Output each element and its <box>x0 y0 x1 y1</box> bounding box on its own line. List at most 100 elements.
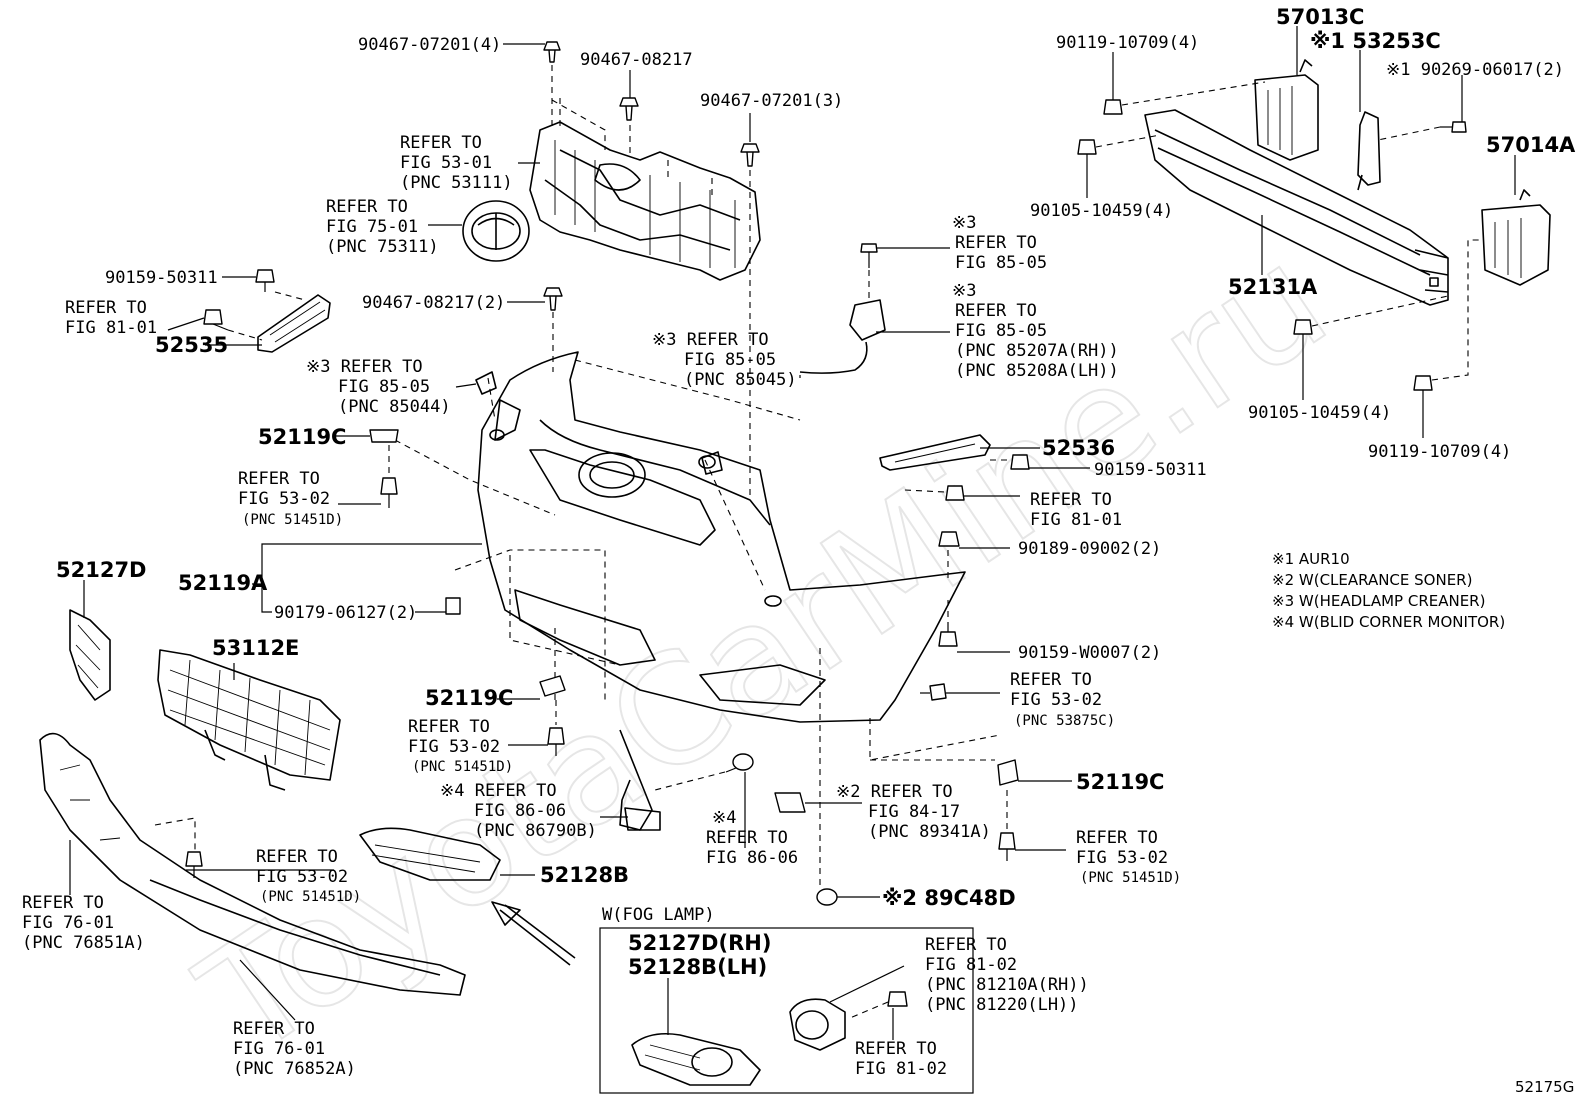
label-84-17-fig: FIG 84-17 <box>868 802 960 822</box>
label-84-17: ※2 REFER TO <box>836 782 953 802</box>
cap-85044 <box>475 371 497 395</box>
label-57013C: 57013C <box>1276 5 1364 29</box>
label-85045-pnc: (PNC 85045) <box>684 370 797 390</box>
label-53-02-c-fig: FIG 53-02 <box>256 867 348 887</box>
bolt-53-02-c <box>185 851 203 878</box>
label-76-01-a-pnc: (PNC 76851A) <box>22 933 145 953</box>
label-inset-52128B-LH: 52128B(LH) <box>628 955 767 979</box>
bolt-53-02-b <box>547 727 565 756</box>
label-refer-81-01-left-fig: FIG 81-01 <box>65 318 157 338</box>
lower-grille-53112E <box>157 649 341 791</box>
label-76-01-b-fig: FIG 76-01 <box>233 1039 325 1059</box>
clip-52119C-mid <box>539 675 566 697</box>
label-81-02-a: REFER TO <box>925 935 1007 955</box>
label-86-06-a: ※4 REFER TO <box>440 781 557 801</box>
label-85-05-rhlh-mark: ※3 <box>952 281 976 301</box>
label-52536: 52536 <box>1042 436 1115 460</box>
label-81-02-b-fig: FIG 81-02 <box>855 1059 947 1079</box>
label-90467-07201-3: 90467-07201(3) <box>700 91 843 111</box>
clip-52119C-right <box>997 759 1019 786</box>
lower-spoiler <box>39 732 466 996</box>
label-53-02-b-pnc: (PNC 51451D) <box>412 759 513 775</box>
label-76-01-b-pnc: (PNC 76852A) <box>233 1059 356 1079</box>
label-90269-06017: ※1 90269-06017(2) <box>1386 60 1564 80</box>
label-86-06-b-mark: ※4 <box>712 808 736 828</box>
label-52127D: 52127D <box>56 558 147 582</box>
leader-lines <box>69 26 1516 1040</box>
label-76-01-a-fig: FIG 76-01 <box>22 913 114 933</box>
label-refer-53-01-fig: FIG 53-01 <box>400 153 492 173</box>
fog-bezel-52128B <box>359 827 501 881</box>
bolt-53-02-d <box>998 832 1016 861</box>
inset-labels: W(FOG LAMP) 52127D(RH) 52128B(LH) REFER … <box>602 905 1089 1079</box>
label-90467-08217-2: 90467-08217(2) <box>362 293 505 313</box>
note-2: ※2 W(CLEARANCE SONER) <box>1272 571 1472 589</box>
bumper-reinforcement-52131A <box>1144 109 1449 306</box>
label-52119C-upper: 52119C <box>258 425 346 449</box>
bolt-81-01-left <box>203 309 229 331</box>
label-refer-81-01-left: REFER TO <box>65 298 147 318</box>
label-81-02-a-fig: FIG 81-02 <box>925 955 1017 975</box>
direction-arrow <box>491 901 576 966</box>
label-53253C: ※1 53253C <box>1310 29 1441 53</box>
label-53875C-fig: FIG 53-02 <box>1010 690 1102 710</box>
label-52128B: 52128B <box>540 863 629 887</box>
label-90159-50311-right: 90159-50311 <box>1094 460 1207 480</box>
clip-90467-08217-2 <box>543 287 563 311</box>
label-53875C-pnc: (PNC 53875C) <box>1014 713 1115 729</box>
fog-lamp-inset <box>599 927 974 1094</box>
note-1: ※1 AUR10 <box>1272 550 1350 568</box>
clip-90467-08217-top <box>619 97 639 121</box>
label-52119A: 52119A <box>178 571 268 595</box>
label-inset-52127D-RH: 52127D(RH) <box>628 931 771 955</box>
label-85044: ※3 REFER TO <box>306 357 423 377</box>
label-81-02-b: REFER TO <box>855 1039 937 1059</box>
label-86-06-b: REFER TO <box>706 828 788 848</box>
label-90467-07201-4: 90467-07201(4) <box>358 35 501 55</box>
label-90105-10459-bot: 90105-10459(4) <box>1248 403 1391 423</box>
label-53-02-d-fig: FIG 53-02 <box>1076 848 1168 868</box>
clip-90467-07201-3 <box>740 143 760 167</box>
footnotes: ※1 AUR10 ※2 W(CLEARANCE SONER) ※3 W(HEAD… <box>1272 550 1505 631</box>
bcm-bracket-86790B <box>619 729 661 831</box>
part-labels: 90467-07201(4) 90467-08217 90467-07201(3… <box>22 5 1576 1079</box>
label-86-06-b-fig: FIG 86-06 <box>706 848 798 868</box>
headlamp-cleaner-nozzle <box>799 299 886 374</box>
label-refer-81-01-right: REFER TO <box>1030 490 1112 510</box>
label-85045-fig: FIG 85-05 <box>684 350 776 370</box>
label-53-02-c-pnc: (PNC 51451D) <box>260 889 361 905</box>
label-89C48D: ※2 89C48D <box>882 886 1016 910</box>
bolt-81-01-right <box>945 485 965 501</box>
label-refer-53-01: REFER TO <box>400 133 482 153</box>
bolt-85-05-top <box>860 243 878 268</box>
label-53-02-c: REFER TO <box>256 847 338 867</box>
side-grille-52127D <box>69 609 111 701</box>
label-85044-fig: FIG 85-05 <box>338 377 430 397</box>
label-52119C-right: 52119C <box>1076 770 1164 794</box>
note-4: ※4 W(BLID CORNER MONITOR) <box>1272 613 1505 631</box>
bolt-86-06 <box>725 753 754 773</box>
label-53875C: REFER TO <box>1010 670 1092 690</box>
label-86-06-a-fig: FIG 86-06 <box>474 801 566 821</box>
bolt-90159-50311-left <box>255 269 275 292</box>
bolt-90119-10709-bot <box>1413 375 1433 391</box>
label-85-05-top-fig: FIG 85-05 <box>955 253 1047 273</box>
bolt-90159-w0007 <box>938 622 958 647</box>
label-85-05-top-mark: ※3 <box>952 213 976 233</box>
bolt-90119-10709-top <box>1103 99 1123 115</box>
label-81-02-a-pnc2: (PNC 81220(LH)) <box>925 995 1079 1015</box>
label-85-05-rhlh-fig: FIG 85-05 <box>955 321 1047 341</box>
label-90159-w0007: 90159-W0007(2) <box>1018 643 1161 663</box>
label-90159-50311-left: 90159-50311 <box>105 268 218 288</box>
bolt-90269-06017 <box>1440 121 1467 133</box>
label-84-17-pnc: (PNC 89341A) <box>868 822 991 842</box>
crash-box-57013C <box>1254 59 1319 161</box>
label-85044-pnc: (PNC 85044) <box>338 397 451 417</box>
label-refer-53-01-pnc: (PNC 53111) <box>400 173 513 193</box>
label-57014A: 57014A <box>1486 133 1576 157</box>
sensor-89C48D <box>816 888 838 906</box>
upper-grille <box>529 121 761 281</box>
bracket-53253C <box>1357 111 1381 191</box>
bolt-90159-50311-right <box>1010 454 1030 470</box>
label-53112E: 53112E <box>212 636 299 660</box>
